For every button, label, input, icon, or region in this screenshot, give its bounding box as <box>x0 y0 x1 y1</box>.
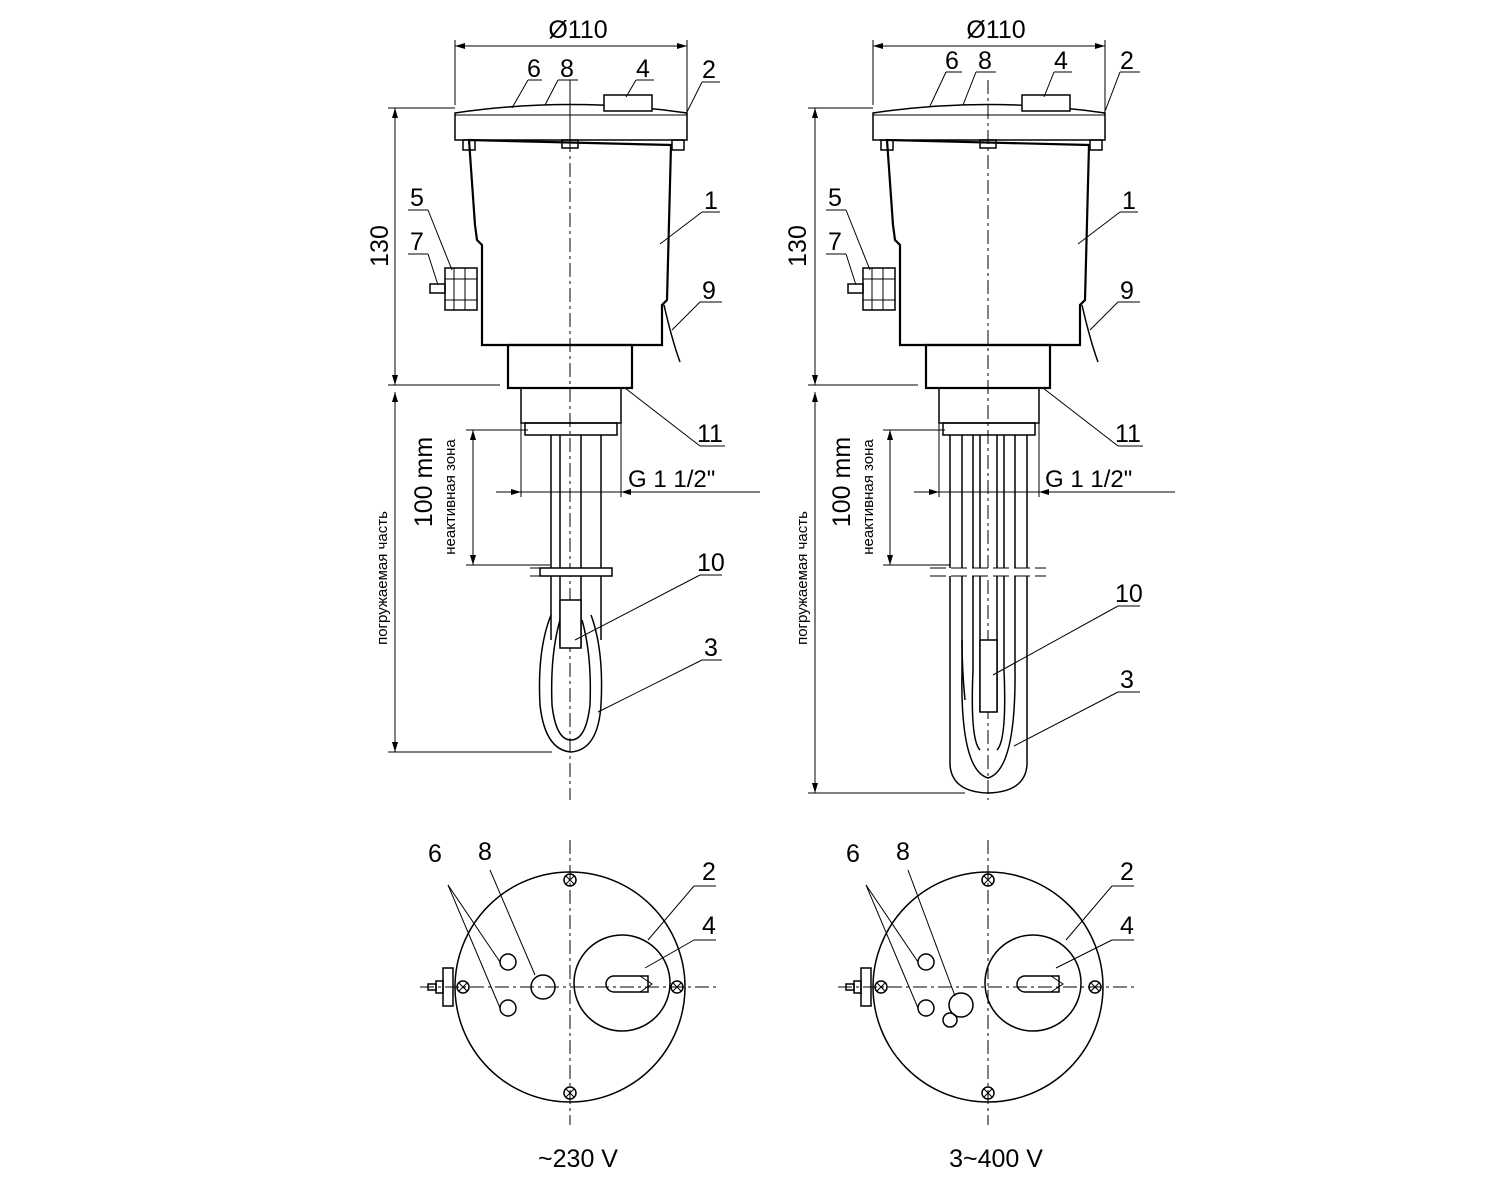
inactive-zone-label: неактивная зона <box>860 439 877 555</box>
side-gland <box>444 267 478 311</box>
cable-gland-top <box>603 94 653 112</box>
svg-text:6: 6 <box>846 840 860 868</box>
svg-text:6: 6 <box>527 55 541 83</box>
svg-text:10: 10 <box>697 549 725 577</box>
thread-part <box>520 387 622 424</box>
height-label: 130 <box>784 225 812 267</box>
voltage-label: ~230 V <box>538 1145 618 1173</box>
svg-text:4: 4 <box>1120 912 1134 940</box>
immersed-label: погружаемая часть <box>374 511 391 645</box>
thread-label: G 1 1/2" <box>1045 466 1132 493</box>
height-label: 130 <box>366 225 394 267</box>
svg-text:5: 5 <box>828 184 842 212</box>
svg-text:6: 6 <box>945 47 959 75</box>
svg-text:7: 7 <box>410 228 424 256</box>
side-view-left: Ø110 <box>366 16 760 800</box>
svg-text:4: 4 <box>636 55 650 83</box>
svg-text:7: 7 <box>828 228 842 256</box>
side-view-right: Ø110 <box>784 16 1175 800</box>
inactive-zone-label: неактивная зона <box>442 439 459 555</box>
inactive-length-label: 100 mm <box>410 437 438 527</box>
voltage-label: 3~400 V <box>949 1145 1043 1173</box>
svg-text:8: 8 <box>978 47 992 75</box>
callouts-right: 6 8 4 2 1 5 7 9 11 10 3 <box>826 47 1143 747</box>
svg-text:3: 3 <box>704 634 718 662</box>
thread-label: G 1 1/2" <box>628 466 715 493</box>
svg-text:1: 1 <box>704 187 718 215</box>
svg-text:2: 2 <box>1120 858 1134 886</box>
top-view-right: 6 8 2 4 3~400 V <box>838 838 1138 1173</box>
svg-text:9: 9 <box>702 277 716 305</box>
svg-text:3: 3 <box>1120 666 1134 694</box>
svg-text:11: 11 <box>697 420 723 448</box>
svg-text:5: 5 <box>410 184 424 212</box>
inactive-length-label: 100 mm <box>828 437 856 527</box>
svg-text:2: 2 <box>1120 47 1134 75</box>
svg-text:10: 10 <box>1115 580 1143 608</box>
diameter-label: Ø110 <box>548 16 607 44</box>
svg-text:9: 9 <box>1120 277 1134 305</box>
svg-text:1: 1 <box>1122 187 1136 215</box>
svg-text:11: 11 <box>1115 420 1141 448</box>
svg-text:6: 6 <box>428 840 442 868</box>
immersed-label: погружаемая часть <box>794 511 811 645</box>
callouts-left: 6 8 4 2 1 5 7 9 11 10 3 <box>408 55 725 713</box>
top-view-left: 6 8 2 4 ~230 V <box>420 838 720 1173</box>
svg-text:4: 4 <box>1054 47 1068 75</box>
svg-text:2: 2 <box>702 56 716 84</box>
diameter-label: Ø110 <box>966 16 1025 44</box>
svg-text:8: 8 <box>896 838 910 866</box>
svg-text:8: 8 <box>560 55 574 83</box>
svg-text:8: 8 <box>478 838 492 866</box>
svg-text:2: 2 <box>702 858 716 886</box>
svg-text:4: 4 <box>702 912 716 940</box>
